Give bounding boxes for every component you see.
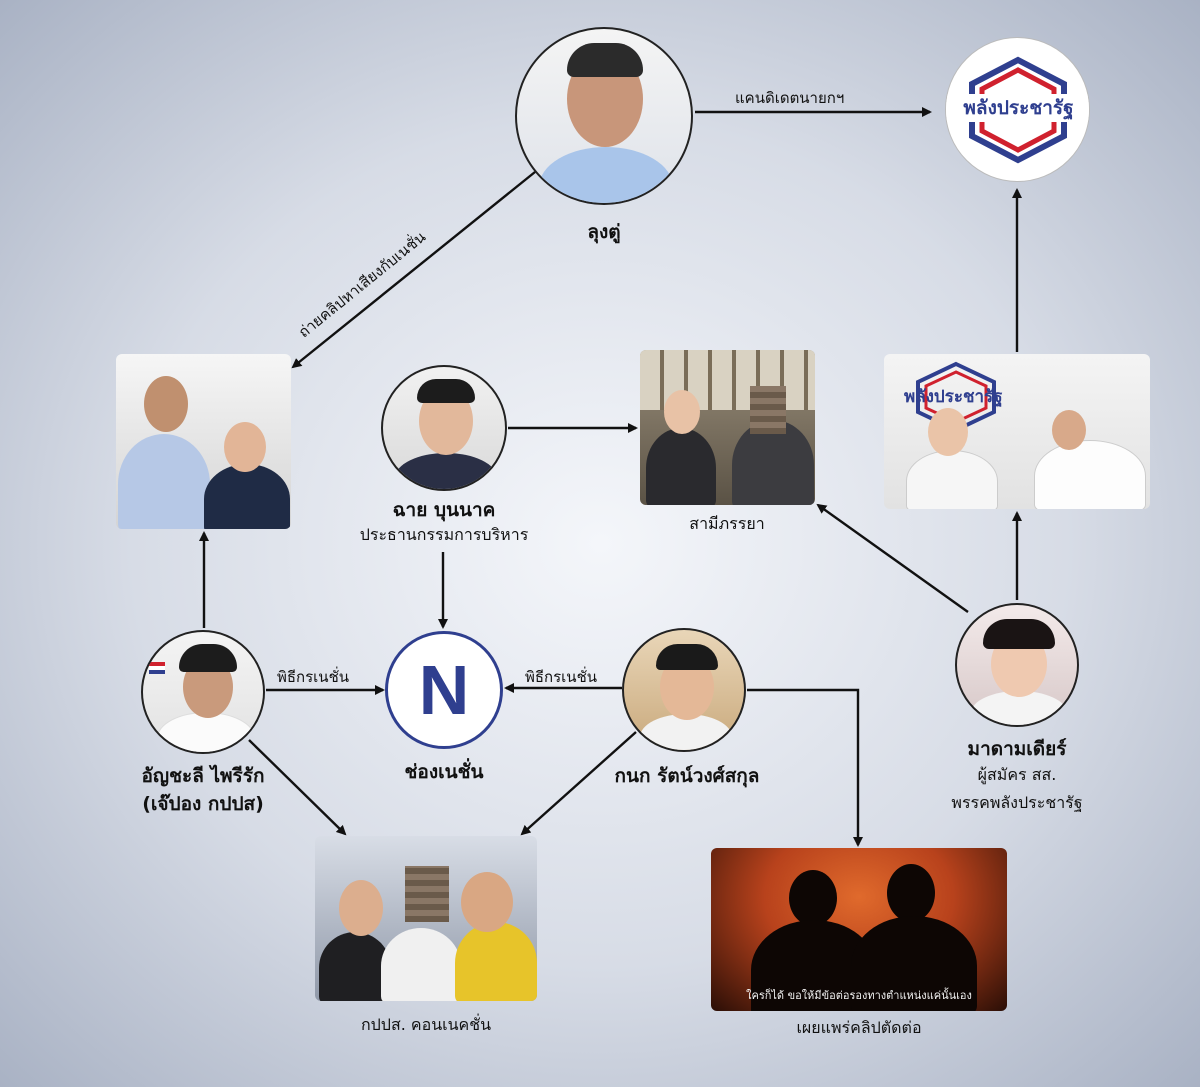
chai-name: ฉาย บุนนาค — [392, 499, 496, 521]
kanok-name: กนก รัตน์วงศ์สกุล — [614, 765, 760, 787]
connection-caption: กปปส. คอนเนคชั่น — [360, 1015, 492, 1034]
madam-dear-role-1: ผู้สมัคร สส. — [977, 765, 1057, 784]
anchalee-name-1: อัญชะลี ไพรีรัก — [141, 765, 265, 787]
svg-text:พลังประชารัฐ: พลังประชารัฐ — [904, 387, 1003, 408]
couple-photo — [640, 350, 815, 505]
arrow-kanok-to-clip — [747, 688, 863, 847]
edge-label-host-left: พิธีกรเนชั่น — [277, 668, 349, 686]
pprp-rally-photo: พลังประชารัฐ — [884, 354, 1150, 509]
pprp-logo: พลังประชารัฐ — [945, 37, 1090, 182]
kanok-portrait — [622, 628, 746, 752]
edited-clip-thumbnail: ใครก็ได้ ขอให้มีข้อต่อรองทางตำแหน่งแค่นั… — [711, 848, 1007, 1011]
edge-label-candidate-pm: แคนดิเดตนายกฯ — [735, 89, 845, 107]
arrow-kanok-to-connection — [520, 731, 637, 836]
edge-label-host-right: พิธีกรเนชั่น — [525, 668, 597, 686]
clip-caption: เผยแพร่คลิปตัดต่อ — [796, 1018, 922, 1037]
madam-dear-portrait — [955, 603, 1079, 727]
arrow-anchalee-to-connection — [248, 739, 347, 836]
madam-dear-role-2: พรรคพลังประชารัฐ — [951, 793, 1083, 812]
nation-label: ช่องเนชั่น — [404, 761, 484, 783]
chai-role: ประธานกรรมการบริหาร — [359, 525, 529, 544]
prayut-anchalee-photo — [116, 354, 291, 529]
arrow-madam-to-couple — [816, 503, 969, 613]
clip-subtitle: ใครก็ได้ ขอให้มีข้อต่อรองทางตำแหน่งแค่นั… — [746, 989, 972, 1002]
anchalee-portrait — [141, 630, 265, 754]
pprp-logo-text: พลังประชารัฐ — [946, 94, 1089, 122]
couple-caption: สามีภรรยา — [689, 514, 765, 533]
connection-photo — [315, 836, 537, 1001]
anchalee-name-2: (เจ๊ปอง กปปส) — [142, 793, 264, 815]
chai-portrait — [381, 365, 507, 491]
nation-logo-letter: N — [418, 651, 470, 729]
prayut-portrait — [515, 27, 693, 205]
madam-dear-name: มาดามเดียร์ — [967, 738, 1067, 760]
prayut-label: ลุงตู่ — [587, 221, 621, 243]
nation-logo: N — [385, 631, 503, 749]
arrow-prayut-to-photo — [291, 171, 536, 369]
